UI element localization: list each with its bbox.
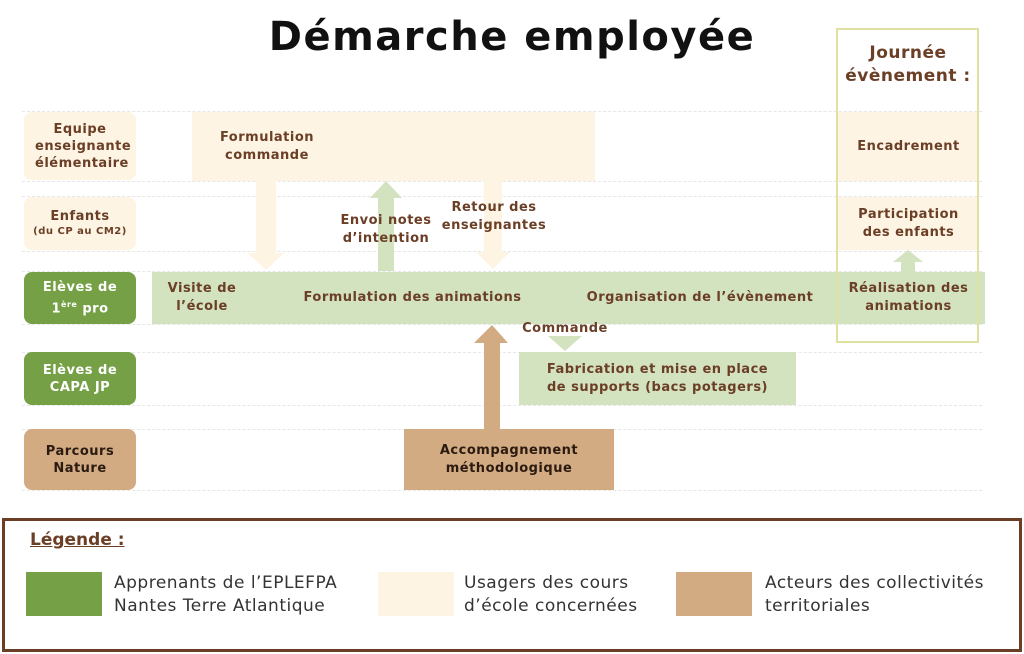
- box-encadrement: Encadrement: [838, 112, 979, 181]
- band-eleves-1ere-pro: [152, 272, 985, 324]
- box-realisation-animations: Réalisation des animations: [848, 281, 969, 314]
- arrow-down-formulation-commande: [248, 181, 284, 270]
- row-label-equipe: Equipe enseignante élémentaire: [24, 112, 136, 180]
- box-accompagnement-methodologique: Accompagnement méthodologique: [404, 429, 614, 490]
- legend-box: [2, 518, 1022, 652]
- row-separator: [22, 490, 982, 491]
- legend-swatch-acteurs: [676, 572, 752, 616]
- row-separator: [22, 324, 982, 325]
- box-formulation-commande: Formulation commande: [219, 129, 315, 163]
- legend-title: Légende :: [30, 530, 125, 550]
- arrow-label-envoi-notes: Envoi notes d’intention: [340, 213, 432, 246]
- row-label-eleves-capa: Elèves de CAPA JP: [24, 352, 136, 405]
- row-label-enfants: Enfants (du CP au CM2): [24, 197, 136, 250]
- arrow-label-commande: Commande: [522, 321, 608, 336]
- event-day-frame: [836, 28, 979, 343]
- event-day-title: Journée évènement :: [845, 43, 971, 86]
- legend-label-acteurs: Acteurs des collectivités territoriales: [765, 573, 984, 616]
- legend-swatch-apprenants: [26, 572, 102, 616]
- box-organisation-evenement: Organisation de l’évènement: [586, 290, 814, 305]
- arrow-up-participation: [893, 250, 923, 272]
- row-separator: [22, 111, 982, 112]
- row-separator: [22, 352, 982, 353]
- legend-label-apprenants: Apprenants de l’EPLEFPA Nantes Terre Atl…: [114, 573, 338, 616]
- box-visite-ecole: Visite de l’école: [167, 281, 237, 314]
- row-separator: [22, 271, 982, 272]
- row-label-eleves-1ere-pro: Elèves de 1ère pro: [24, 272, 136, 324]
- legend-label-usagers: Usagers des cours d’école concernées: [464, 573, 638, 616]
- legend-swatch-usagers: [378, 572, 454, 616]
- box-formulation-animations: Formulation des animations: [303, 290, 522, 305]
- row-separator: [22, 405, 982, 406]
- arrow-label-retour-enseignantes: Retour des enseignantes: [441, 200, 547, 233]
- box-fabrication-supports: Fabrication et mise en place de supports…: [519, 352, 796, 405]
- diagram-title: Démarche employée: [268, 14, 756, 60]
- box-participation-enfants: Participation des enfants: [838, 197, 979, 250]
- arrow-up-envoi-notes: [370, 181, 402, 271]
- arrow-down-retour-enseignantes: [476, 181, 510, 269]
- arrow-down-commande: [548, 336, 582, 351]
- arrow-up-accompagnement: [474, 325, 508, 429]
- row-label-parcours-nature: Parcours Nature: [24, 429, 136, 490]
- box-formulation-commande-band: [192, 112, 595, 181]
